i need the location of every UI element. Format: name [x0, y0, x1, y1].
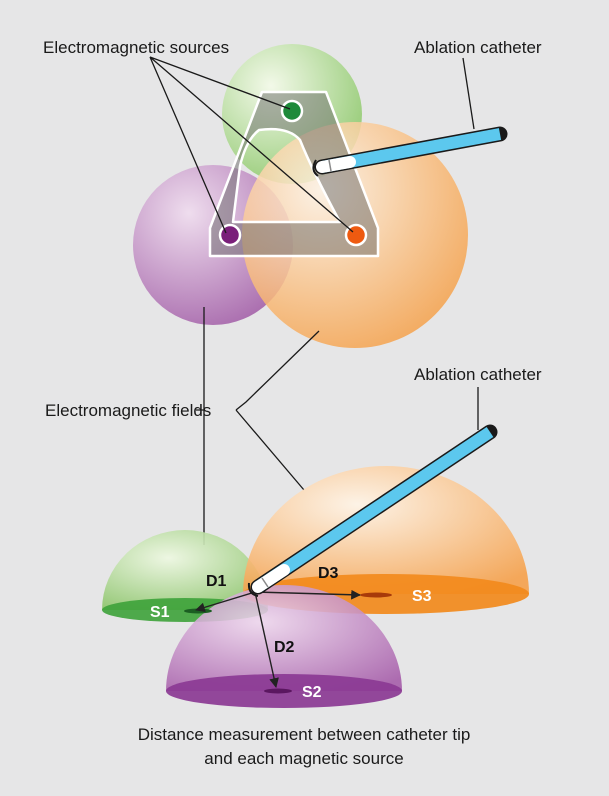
caption-line-2: and each magnetic source: [204, 749, 403, 768]
ablation-catheter-top-label: Ablation catheter: [414, 38, 542, 57]
caption-line-1: Distance measurement between catheter ti…: [138, 725, 471, 744]
ablation-catheter-bottom: [247, 424, 498, 597]
catheter-top-leader-line: [462, 57, 475, 130]
purple-source-dot: [218, 223, 242, 247]
electromagnetic-sources-label: Electromagnetic sources: [43, 38, 229, 57]
d2-arrow: [254, 591, 279, 688]
s2-mark: [264, 688, 292, 694]
d1-arrow: [195, 591, 256, 613]
s3-mark: [360, 592, 392, 598]
ablation-catheter-bottom-label: Ablation catheter: [414, 365, 542, 384]
s1-label: S1: [150, 604, 170, 621]
fields-leader-lines: [196, 307, 320, 545]
d1-label: D1: [206, 573, 227, 590]
d3-label: D3: [318, 565, 339, 582]
d2-label: D2: [274, 639, 295, 656]
sources-leader-lines: [149, 56, 354, 234]
green-source-dot: [280, 99, 304, 123]
electromagnetic-fields-label: Electromagnetic fields: [45, 401, 211, 420]
ablation-catheter-top: [312, 126, 508, 177]
s2-label: S2: [302, 684, 322, 701]
d3-arrow: [254, 589, 361, 600]
location-pad-frame: [208, 90, 380, 258]
s3-label: S3: [412, 588, 432, 605]
